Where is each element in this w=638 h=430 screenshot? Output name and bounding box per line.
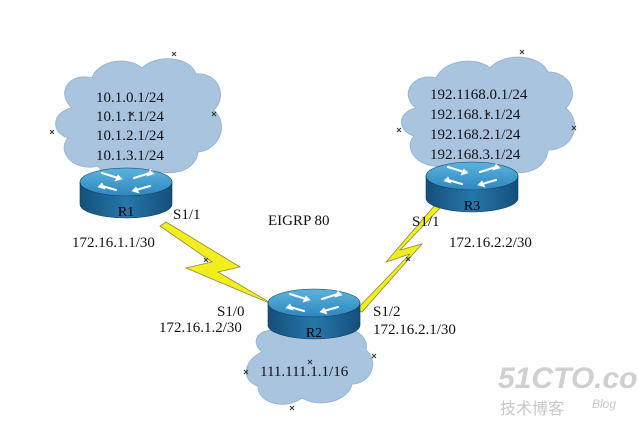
r2-network: 111.111.1.1/16 <box>260 364 349 380</box>
r2-right-port-label: S1/2 <box>373 304 401 320</box>
r3-network-2: 192.168.1.1/24 <box>430 107 521 123</box>
r1-network-4: 10.1.3.1/24 <box>96 148 164 164</box>
r3-network-3: 192.168.2.1/24 <box>430 127 521 143</box>
r1-network-2: 10.1.1.1/24 <box>96 109 164 125</box>
serial-link-r1-r2 <box>159 221 275 306</box>
router-r1-label: R1 <box>118 205 134 220</box>
r1-port-label: S1/1 <box>173 207 201 223</box>
router-r2: R2 <box>266 287 362 341</box>
r1-network-1: 10.1.0.1/24 <box>96 90 164 106</box>
cloud-r1-networks <box>55 58 222 179</box>
selection-handles <box>49 49 577 411</box>
router-r3-label: R3 <box>464 199 480 214</box>
watermark-blog: Blog <box>592 397 616 411</box>
router-r1: R1 <box>78 166 174 220</box>
r1-network-3: 10.1.2.1/24 <box>96 128 164 144</box>
r3-ip-label: 172.16.2.2/30 <box>449 235 532 251</box>
router-r3: R3 <box>424 160 520 214</box>
watermark-subtitle: 技术博客 <box>500 399 564 418</box>
r1-ip-label: 172.16.1.1/30 <box>72 235 155 251</box>
router-r2-label: R2 <box>306 326 322 341</box>
r3-port-label: S1/1 <box>412 214 440 230</box>
protocol-label: EIGRP 80 <box>268 213 330 229</box>
r2-right-ip-label: 172.16.2.1/30 <box>373 322 456 338</box>
r3-network-4: 192.168.3.1/24 <box>430 147 521 163</box>
r3-network-1: 192.1168.0.1/24 <box>430 87 528 103</box>
cloud-r3-networks <box>401 56 576 179</box>
r2-left-port-label: S1/0 <box>217 304 245 320</box>
r2-left-ip-label: 172.16.1.2/30 <box>159 320 242 336</box>
watermark-brand: 51CTO.com <box>498 362 638 395</box>
